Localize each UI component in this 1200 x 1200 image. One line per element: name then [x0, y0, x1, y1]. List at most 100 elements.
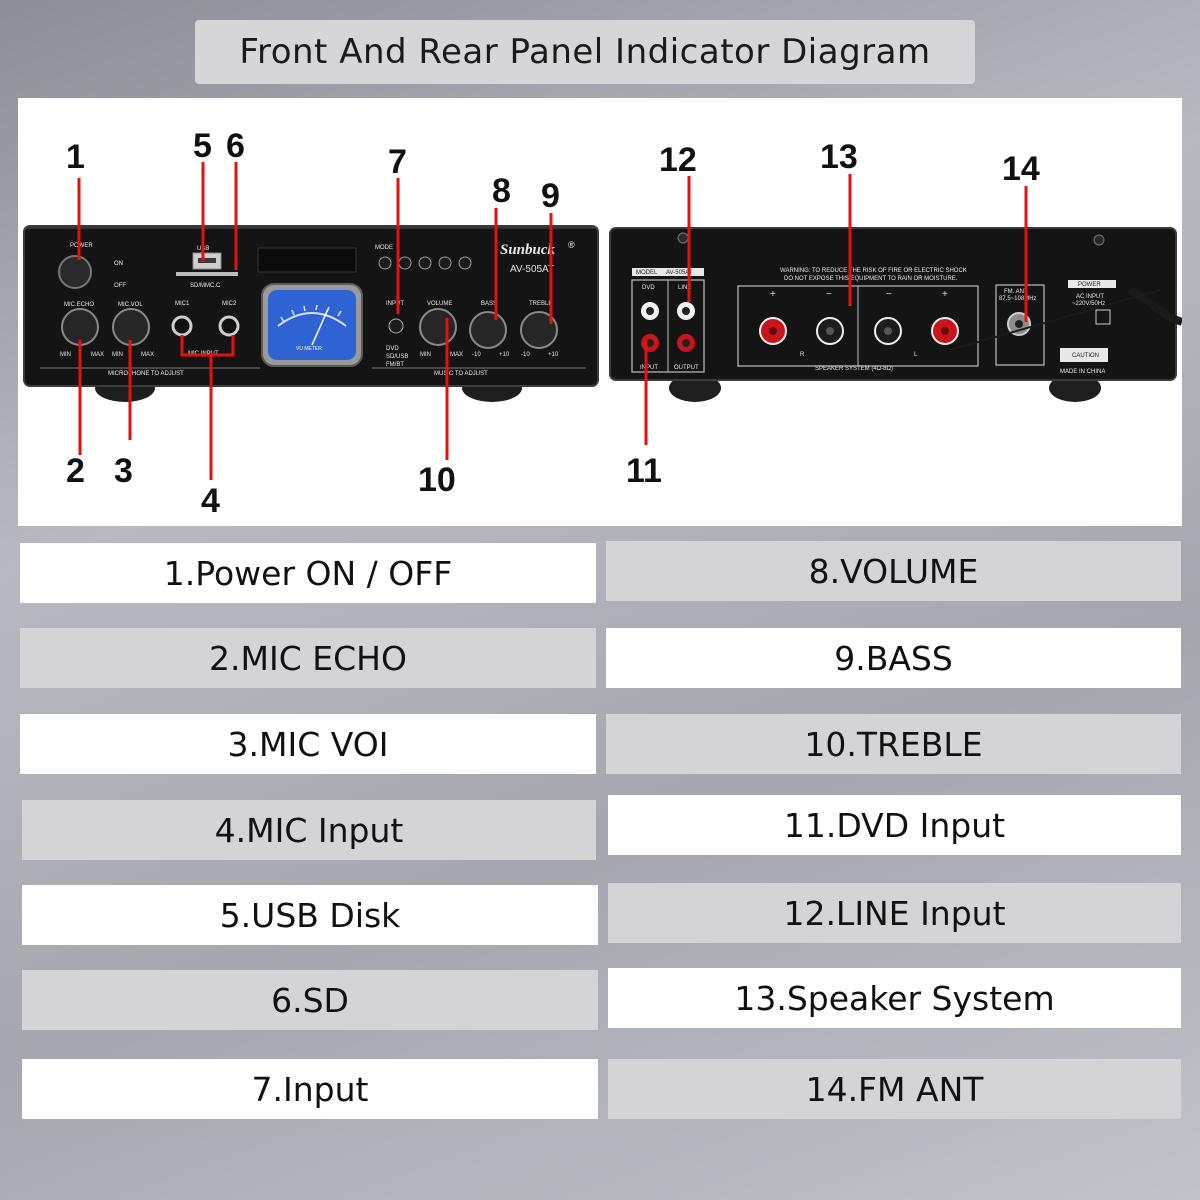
mic-vol-knob [112, 308, 150, 346]
power-knob [58, 255, 92, 289]
callout-8: 8 [492, 172, 511, 210]
callout-3: 3 [114, 452, 133, 490]
svg-text:87.5~108MHz: 87.5~108MHz [999, 296, 1037, 302]
callout-lines [77, 162, 1028, 480]
rear-panel: MODEL AV-505AT DVD LINE INPUT OUTPUT WAR… [609, 227, 1182, 402]
treble-label: TREBLE [529, 301, 552, 307]
svg-text:INPUT: INPUT [640, 365, 658, 371]
callout-2: 2 [66, 452, 85, 490]
warning-line-1: WARNING: TO REDUCE THE RISK OF FIRE OR E… [780, 268, 967, 274]
legend-item-12: 12.LINE Input [608, 883, 1181, 943]
treble-knob [520, 311, 558, 349]
mic2-label: MIC2 [222, 301, 237, 307]
svg-text:SD/USB: SD/USB [386, 354, 408, 360]
input-button [388, 318, 404, 334]
sd-label: SD/MMC.C [190, 283, 221, 289]
legend-item-9: 9.BASS [606, 628, 1181, 688]
fm-antenna-block [995, 284, 1045, 366]
svg-text:L: L [914, 352, 918, 358]
callout-numbers: 1 2 3 4 5 6 7 8 9 10 11 12 13 14 [66, 127, 1040, 520]
legend-item-7: 7.Input [22, 1059, 598, 1119]
front-panel: POWER ON OFF USB SD/MMC.C MODE Sunbuck ®… [23, 225, 599, 402]
callout-13: 13 [820, 138, 858, 176]
legend-item-5: 5.USB Disk [22, 885, 598, 945]
speaker-system-label: SPEAKER SYSTEM (4Ω-8Ω) [815, 366, 893, 372]
svg-text:AV-505AT: AV-505AT [666, 270, 693, 276]
svg-text:DVD: DVD [642, 285, 655, 291]
svg-text:MIN: MIN [420, 352, 431, 358]
svg-text:FM. ANT: FM. ANT [1004, 289, 1028, 295]
svg-text:LINE: LINE [678, 285, 691, 291]
music-adjust-label: MUSIC TO ADJUST [434, 371, 488, 377]
callout-line-4 [180, 335, 235, 480]
legend-item-6: 6.SD [22, 970, 598, 1030]
svg-text:FM/BT: FM/BT [386, 362, 404, 368]
callout-1: 1 [66, 138, 85, 176]
callout-12: 12 [659, 141, 697, 179]
bass-label: BASS [481, 301, 497, 307]
svg-text:R: R [800, 352, 805, 358]
svg-text:~220V/50Hz: ~220V/50Hz [1072, 301, 1105, 307]
legend-item-8: 8.VOLUME [606, 541, 1181, 601]
mic1-jack [171, 315, 193, 337]
svg-text:+: + [942, 289, 948, 300]
mode-label: MODE [375, 245, 393, 251]
bass-knob [469, 311, 507, 349]
legend-item-2: 2.MIC ECHO [20, 628, 596, 688]
model-label: AV-505AT [510, 264, 554, 275]
svg-text:CAUTION: CAUTION [1072, 353, 1099, 359]
power-cord [1128, 286, 1182, 326]
legend-item-14: 14.FM ANT [608, 1059, 1181, 1119]
mic-echo-knob [61, 308, 99, 346]
volume-knob [419, 308, 457, 346]
svg-text:DVD: DVD [386, 346, 399, 352]
svg-text:MAX: MAX [141, 352, 154, 358]
on-label: ON [114, 261, 123, 267]
svg-text:MODEL: MODEL [636, 270, 658, 276]
callout-6: 6 [226, 127, 245, 165]
svg-text:+10: +10 [499, 352, 510, 358]
callout-5: 5 [193, 127, 212, 165]
svg-text:+10: +10 [548, 352, 559, 358]
svg-text:−: − [886, 289, 892, 300]
callout-4: 4 [201, 482, 220, 520]
brand-mark: ® [568, 240, 575, 250]
svg-text:MADE IN CHINA: MADE IN CHINA [1060, 369, 1105, 375]
svg-text:MAX: MAX [450, 352, 463, 358]
rear-model-plate [632, 268, 704, 276]
sd-slot [176, 272, 238, 276]
mic-vol-label: MIC.VOL [118, 302, 143, 308]
diagram-title: Front And Rear Panel Indicator Diagram [195, 20, 975, 84]
legend-item-3: 3.MIC VOI [20, 714, 596, 774]
panel-photo-area: POWER ON OFF USB SD/MMC.C MODE Sunbuck ®… [18, 98, 1182, 526]
svg-text:-10: -10 [472, 352, 481, 358]
svg-text:OUTPUT: OUTPUT [674, 365, 699, 371]
power-label: POWER [70, 243, 93, 249]
legend-item-4: 4.MIC Input [22, 800, 596, 860]
callout-9: 9 [541, 177, 560, 215]
svg-text:-10: -10 [521, 352, 530, 358]
rear-power-label: POWER [1078, 282, 1101, 288]
svg-text:MAX: MAX [91, 352, 104, 358]
svg-text:AC INPUT: AC INPUT [1076, 294, 1104, 300]
warning-line-2: DO NOT EXPOSE THIS EQUIPMENT TO RAIN OR … [784, 276, 958, 282]
callout-10: 10 [418, 461, 456, 499]
panel-diagram: POWER ON OFF USB SD/MMC.C MODE Sunbuck ®… [23, 127, 1182, 520]
vu-meter [268, 290, 356, 360]
mic1-label: MIC1 [175, 301, 190, 307]
rear-chassis [609, 227, 1177, 381]
callout-14: 14 [1002, 150, 1040, 188]
svg-text:MIN: MIN [60, 352, 71, 358]
legend-item-11: 11.DVD Input [608, 795, 1181, 855]
off-label: OFF [114, 283, 126, 289]
display-window [257, 247, 357, 273]
legend-item-13: 13.Speaker System [608, 968, 1181, 1028]
input-label: INPUT [386, 301, 404, 307]
mic2-jack [218, 315, 240, 337]
legend-item-1: 1.Power ON / OFF [20, 543, 596, 603]
mic-adjust-label: MICROPHONE TO ADJUST [108, 371, 184, 377]
callout-7: 7 [388, 143, 407, 181]
brand-logo: Sunbuck [500, 242, 556, 258]
svg-text:MIN: MIN [112, 352, 123, 358]
svg-text:+: + [770, 289, 776, 300]
